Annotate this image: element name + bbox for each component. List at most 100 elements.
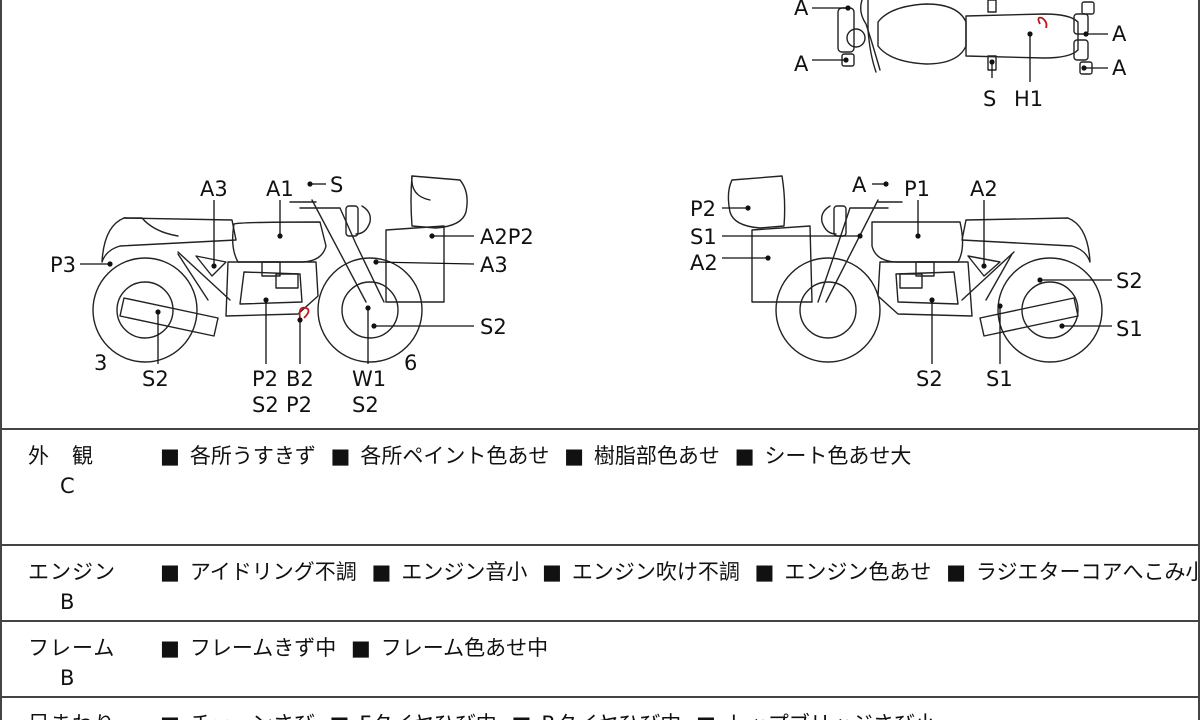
bullet-square: ■ [946, 560, 966, 584]
callout-dot [277, 233, 283, 239]
callout-dot [765, 255, 771, 261]
condition-row-exterior: 外 観 C ■各所うすきず ■各所ペイント色あせ ■樹脂部色あせ ■シート色あせ… [0, 428, 1200, 544]
condition-item: シート色あせ大 [764, 444, 912, 468]
condition-item: Rタイヤひび中 [541, 712, 681, 720]
callout-label: A2 [690, 251, 718, 275]
callout-dot [1083, 31, 1089, 37]
callout-dot [857, 233, 863, 239]
condition-items: ■チェーンさび ■Fタイヤひび中 ■Rタイヤひび中 ■トップブリッジさび小 [160, 708, 944, 720]
damage-mark [1037, 16, 1048, 29]
callout-label: S1 [690, 225, 717, 249]
category-label: 足まわり [28, 708, 116, 720]
right-side-view-motorcycle [727, 175, 1103, 363]
callout-dot [745, 205, 751, 211]
condition-items: ■ フレームきず中 ■ フレーム色あせ中 [160, 632, 556, 662]
condition-row-frame: フレーム B ■ フレームきず中 ■ フレーム色あせ中 [0, 620, 1200, 696]
frame-left-border [0, 0, 2, 720]
callout-dot [365, 305, 371, 311]
condition-item: エンジン音小 [401, 560, 528, 584]
condition-item: 樹脂部色あせ [593, 444, 720, 468]
callout-label: A [794, 52, 809, 76]
right-side-view-labels: A P1 A2 P2 S1 A2 S2 S1 S2 S1 [690, 173, 1143, 391]
left-side-view-marks [80, 181, 475, 364]
bullet-square: ■ [754, 560, 775, 584]
bullet-square: ■ [160, 560, 180, 584]
category-label: エンジン [28, 560, 116, 584]
callout-label: A [1112, 22, 1127, 46]
callout-dot [107, 261, 113, 267]
callout-label: P3 [50, 253, 76, 277]
callout-dot [1081, 65, 1087, 71]
condition-row-suspension: 足まわり ■チェーンさび ■Fタイヤひび中 ■Rタイヤひび中 ■トップブリッジさ… [0, 696, 1200, 720]
condition-item: トップブリッジさび小 [726, 712, 936, 720]
callout-label: A1 [266, 177, 294, 201]
condition-items: ■各所うすきず ■各所ペイント色あせ ■樹脂部色あせ ■シート色あせ大 [160, 440, 919, 470]
bullet-square: ■ [542, 560, 562, 584]
condition-item: フレームきず中 [189, 636, 337, 660]
callout-dot [997, 303, 1003, 309]
callout-label: W1 [352, 367, 386, 391]
condition-item: ラジエターコアへこみ小 [975, 560, 1200, 584]
callout-dot [843, 57, 849, 63]
bullet-square: ■ [160, 444, 180, 468]
bullet-square: ■ [330, 444, 351, 468]
bullet-square: ■ [350, 636, 371, 660]
grade-label: B [60, 666, 75, 690]
callout-dot [429, 233, 435, 239]
bullet-square: ■ [734, 444, 755, 468]
top-view-motorcycle [837, 0, 1095, 75]
callout-label: A3 [200, 177, 228, 201]
callout-label: A2 [970, 177, 998, 201]
condition-items: ■アイドリング不調 ■エンジン音小 ■エンジン吹け不調 ■エンジン色あせ ■ラジ… [160, 556, 1200, 586]
callout-dot [297, 317, 303, 323]
bullet-square: ■ [160, 636, 180, 660]
callout-label: P2 [286, 393, 312, 417]
right-side-view-marks [722, 181, 1112, 364]
callout-label: S1 [986, 367, 1013, 391]
callout-label: S2 [352, 393, 379, 417]
grade-label: B [60, 590, 75, 614]
callout-dot [929, 297, 935, 303]
frame-right-border [1198, 0, 1200, 720]
callout-dot [1037, 277, 1043, 283]
callout-dot [1027, 31, 1033, 37]
bullet-square: ■ [371, 560, 392, 584]
callout-label: B2 [286, 367, 314, 391]
callout-label: A2P2 [480, 225, 534, 249]
category-label: フレーム [28, 636, 116, 660]
callout-label: S [983, 87, 996, 111]
top-view-labels: A A A A S H1 [794, 0, 1127, 111]
callout-dot [845, 5, 851, 11]
top-view-marks [812, 5, 1108, 82]
callout-dot [915, 233, 921, 239]
bullet-square: ■ [696, 712, 716, 720]
callout-dot [371, 323, 377, 329]
callout-dot [155, 309, 161, 315]
callout-label: S2 [252, 393, 279, 417]
callout-dot [1059, 323, 1065, 329]
left-side-view-labels: A3 A1 S P3 A2P2 A3 S2 3 S2 P2 B2 S2 P2 W… [50, 173, 534, 417]
callout-label: A3 [480, 253, 508, 277]
condition-item: エンジン色あせ [784, 560, 932, 584]
callout-label: A [794, 0, 809, 20]
condition-item: エンジン吹け不調 [571, 560, 740, 584]
callout-label: P1 [904, 177, 930, 201]
bullet-square: ■ [564, 444, 584, 468]
callout-label: P2 [690, 197, 716, 221]
left-side-view-motorcycle [92, 175, 468, 363]
condition-item: 各所うすきず [189, 444, 316, 468]
condition-item: フレーム色あせ中 [380, 636, 549, 660]
damage-diagram: A A A A S H1 [50, 0, 1143, 417]
callout-dot [211, 263, 217, 269]
callout-dot [263, 297, 269, 303]
callout-dot [981, 263, 987, 269]
callout-dot [373, 259, 379, 265]
callout-label: A [1112, 56, 1127, 80]
callout-label: P2 [252, 367, 278, 391]
callout-label: S2 [1116, 269, 1143, 293]
callout-dot [883, 181, 889, 187]
leader-line [375, 261, 475, 265]
callout-label: S2 [916, 367, 943, 391]
condition-table: 外 観 C ■各所うすきず ■各所ペイント色あせ ■樹脂部色あせ ■シート色あせ… [0, 428, 1200, 720]
